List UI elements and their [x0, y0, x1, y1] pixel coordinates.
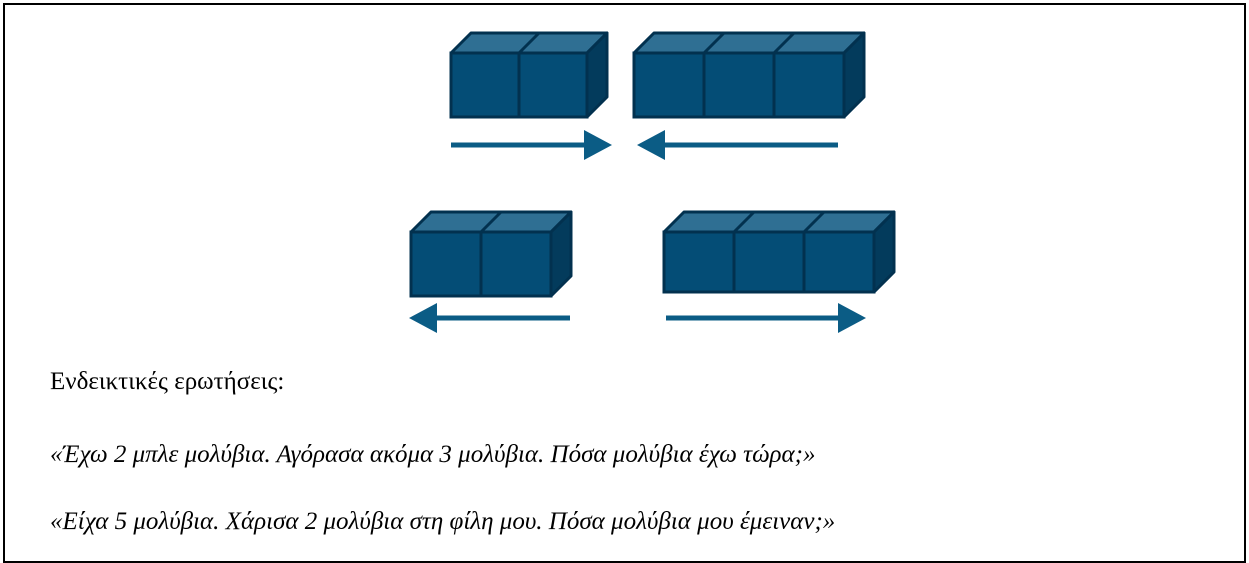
cube [632, 51, 706, 119]
arrow-right [451, 130, 612, 160]
cube-figure [409, 31, 896, 333]
questions-heading: Ενδεικτικές ερωτήσεις: [50, 368, 285, 395]
cube-top-edge [479, 210, 503, 234]
question-subtraction: «Είχα 5 μολύβια. Χάρισα 2 μολύβια στη φί… [50, 508, 836, 535]
cube [517, 51, 589, 119]
cube-row-2 [409, 210, 896, 333]
arrow-left [637, 130, 838, 160]
cube-top-edge [802, 210, 826, 234]
cube-group [662, 210, 896, 294]
cube-row-1 [449, 31, 866, 160]
arrow-left [409, 303, 570, 333]
cube-group [449, 31, 609, 119]
cube [732, 230, 806, 294]
cube [702, 51, 776, 119]
cube [449, 51, 521, 119]
cube-top-edge [732, 210, 756, 234]
cube-top-edge [772, 31, 796, 55]
cube [479, 230, 553, 298]
cube-top-face [632, 31, 866, 55]
cube [802, 230, 876, 294]
cube-top-face [662, 210, 896, 234]
cube-top-edge [517, 31, 541, 55]
cube-group [409, 210, 573, 298]
arrow-right [666, 303, 866, 333]
cube [409, 230, 483, 298]
cube-top-edge [702, 31, 726, 55]
cube-group [632, 31, 866, 119]
question-addition: «Έχω 2 μπλε μολύβια. Αγόρασα ακόμα 3 μολ… [50, 441, 816, 468]
cube [662, 230, 736, 294]
cube [772, 51, 846, 119]
